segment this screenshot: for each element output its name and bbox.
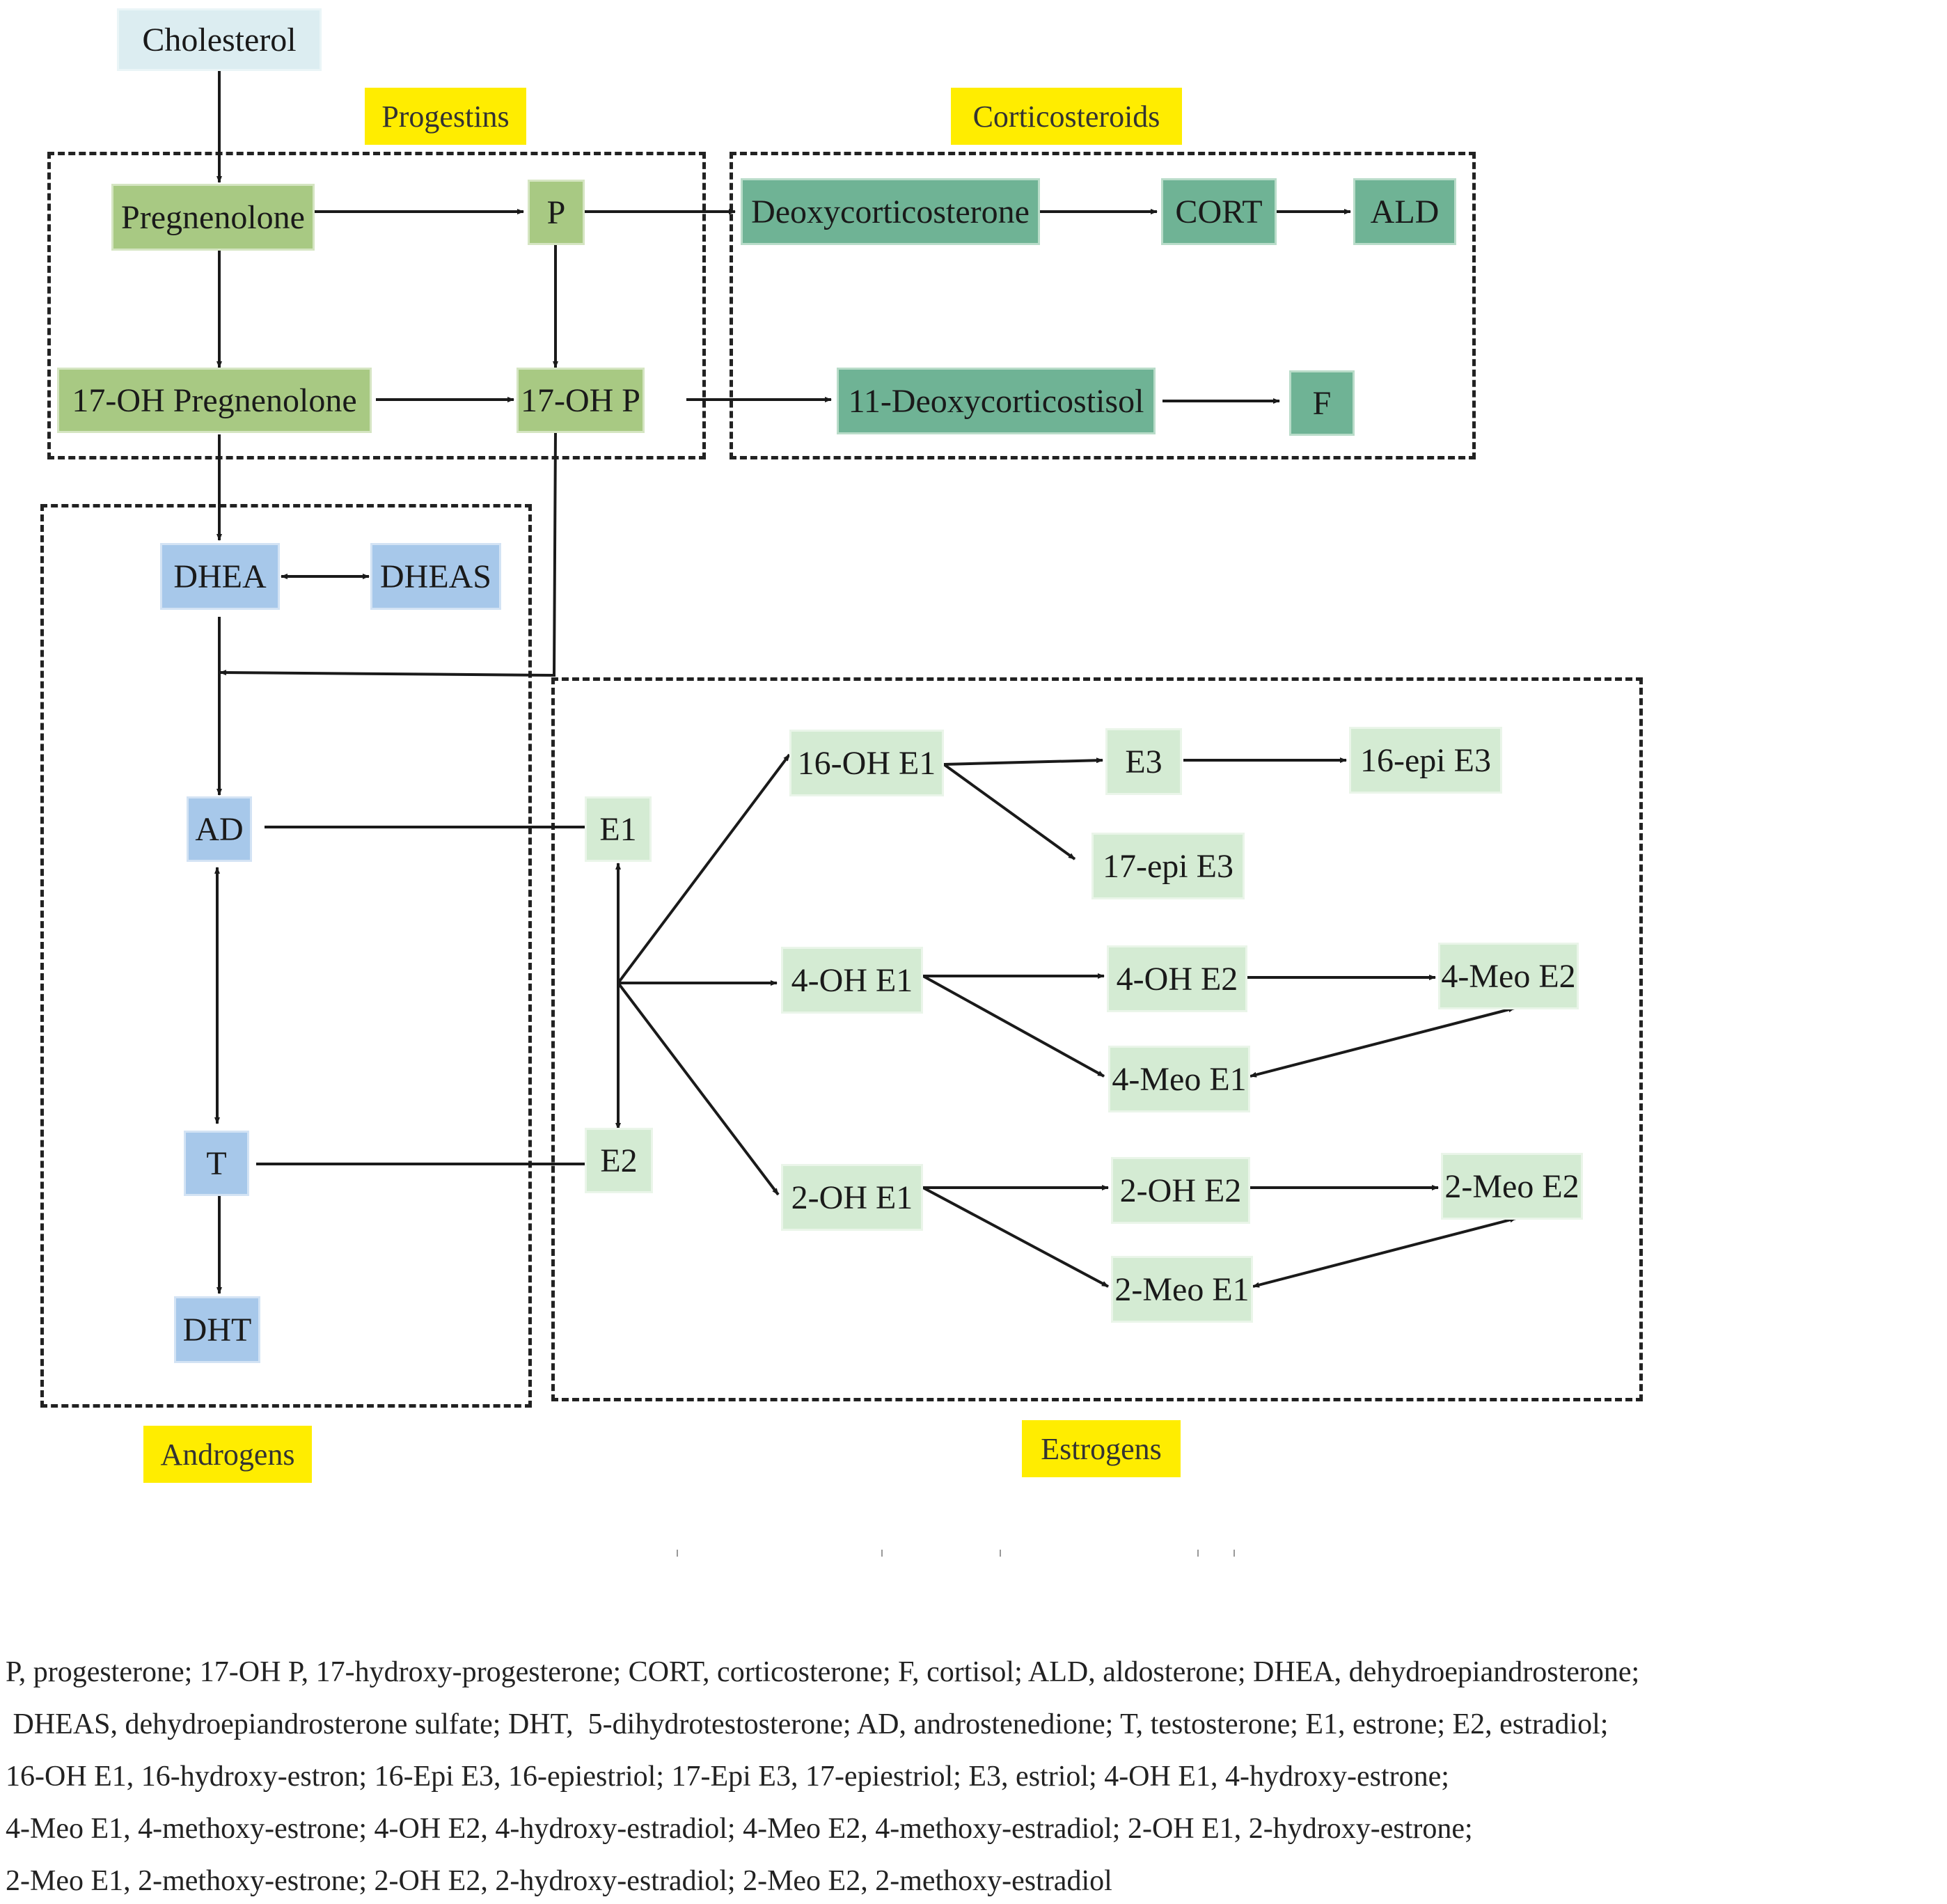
artifact-tick [881,1550,883,1557]
node-label: ALD [1370,193,1440,230]
node-dht: DHT [174,1296,260,1363]
node-17oh-p: 17-OH P [517,368,645,433]
node-4oh-e2: 4-OH E2 [1107,945,1247,1012]
node-pregnenolone: Pregnenolone [111,184,315,251]
node-label: E2 [600,1142,638,1179]
node-p: P [528,180,585,245]
node-17epi-e3: 17-epi E3 [1091,833,1245,899]
artifact-tick [1233,1550,1235,1557]
artifact-tick [677,1550,678,1557]
arrow-branch-16ohe1 [617,753,791,984]
node-label: AD [195,810,244,848]
node-label: E3 [1125,743,1162,780]
estrogens-label: Estrogens [1022,1420,1181,1477]
node-17oh-pregnenolone: 17-OH Pregnenolone [57,368,372,433]
node-t: T [184,1131,249,1196]
node-label: 4-Meo E1 [1112,1060,1247,1098]
node-2oh-e1: 2-OH E1 [781,1164,923,1231]
progestins-label: Progestins [365,88,526,145]
node-label: T [206,1144,227,1182]
arrow-17ohp-ad [219,431,557,677]
arrow-4meoe1-4meoe2 [1250,1007,1515,1078]
estrogens-group-box [551,677,1643,1401]
androgens-group-box [40,504,532,1408]
legend-line: 16-OH E1, 16-hydroxy-estron; 16-Epi E3, … [6,1761,1449,1793]
arrow-branch-2ohe1 [617,982,780,1196]
corticosteroids-group-box [730,152,1476,459]
node-label: 2-Meo E1 [1114,1270,1250,1308]
node-label: DHT [182,1311,252,1348]
artifact-tick [1000,1550,1001,1557]
node-label: 16-epi E3 [1360,741,1491,779]
node-16epi-e3: 16-epi E3 [1349,727,1502,794]
node-dhea: DHEA [160,543,280,610]
arrow-2ohe1-2meoe1 [922,1186,1109,1288]
node-ald: ALD [1353,178,1456,245]
abbreviation-legend: P, progesterone; 17-OH P, 17-hydroxy-pro… [6,1646,1941,1904]
node-label: E1 [599,810,637,848]
node-label: 4-Meo E2 [1441,957,1576,995]
node-16oh-e1: 16-OH E1 [789,730,944,796]
node-label: 4-OH E2 [1116,960,1238,998]
node-e3: E3 [1105,728,1182,795]
node-e1: E1 [585,796,652,862]
progestins-group-box [47,152,706,459]
artifact-tick [1197,1550,1199,1557]
node-dheas: DHEAS [370,543,501,610]
androgens-label: Androgens [143,1426,312,1483]
node-label: 4-OH E1 [791,961,913,999]
node-label: 17-epi E3 [1103,847,1233,885]
node-label: DHEAS [379,558,491,595]
node-2oh-e2: 2-OH E2 [1111,1157,1250,1224]
node-label: 2-OH E2 [1119,1172,1242,1209]
node-4oh-e1: 4-OH E1 [781,947,923,1014]
legend-line: DHEAS, dehydroepiandrosterone sulfate; D… [6,1708,1609,1740]
arrow-4ohe1-4meoe1 [922,975,1105,1078]
node-4meo-e2: 4-Meo E2 [1438,943,1579,1009]
corticosteroids-label: Corticosteroids [951,88,1182,145]
arrow-16ohe1-17epie3 [943,763,1076,860]
node-label: F [1312,384,1332,422]
node-label: Deoxycorticosterone [751,193,1030,230]
node-4meo-e1: 4-Meo E1 [1108,1046,1250,1112]
node-label: Pregnenolone [121,198,305,236]
node-11-deoxycortisol: 11-Deoxycorticostisol [837,368,1156,434]
node-label: 17-OH P [520,381,640,419]
legend-line: 2-Meo E1, 2-methoxy-estrone; 2-OH E2, 2-… [6,1865,1112,1897]
node-2meo-e1: 2-Meo E1 [1111,1256,1253,1323]
node-label: P [546,194,566,231]
node-cort: CORT [1161,178,1277,245]
node-label: 2-OH E1 [791,1179,913,1216]
node-label: 2-Meo E2 [1444,1167,1579,1205]
node-label: 17-OH Pregnenolone [72,381,357,419]
node-deoxycorticosterone: Deoxycorticosterone [741,178,1040,245]
node-ad: AD [187,796,252,862]
node-label: DHEA [173,558,267,595]
node-e2: E2 [585,1128,653,1193]
node-cholesterol: Cholesterol [117,8,322,71]
arrow-16ohe1-e3 [943,757,1103,766]
node-2meo-e2: 2-Meo E2 [1441,1153,1583,1220]
legend-line: P, progesterone; 17-OH P, 17-hydroxy-pro… [6,1656,1640,1688]
arrow-2meoe1-2meoe2 [1252,1217,1517,1288]
legend-line: 4-Meo E1, 4-methoxy-estrone; 4-OH E2, 4-… [6,1813,1473,1845]
node-label: CORT [1175,193,1263,230]
node-f: F [1289,370,1355,436]
node-label: 11-Deoxycorticostisol [848,382,1144,420]
node-label: 16-OH E1 [797,744,936,782]
node-label: Cholesterol [142,21,297,58]
